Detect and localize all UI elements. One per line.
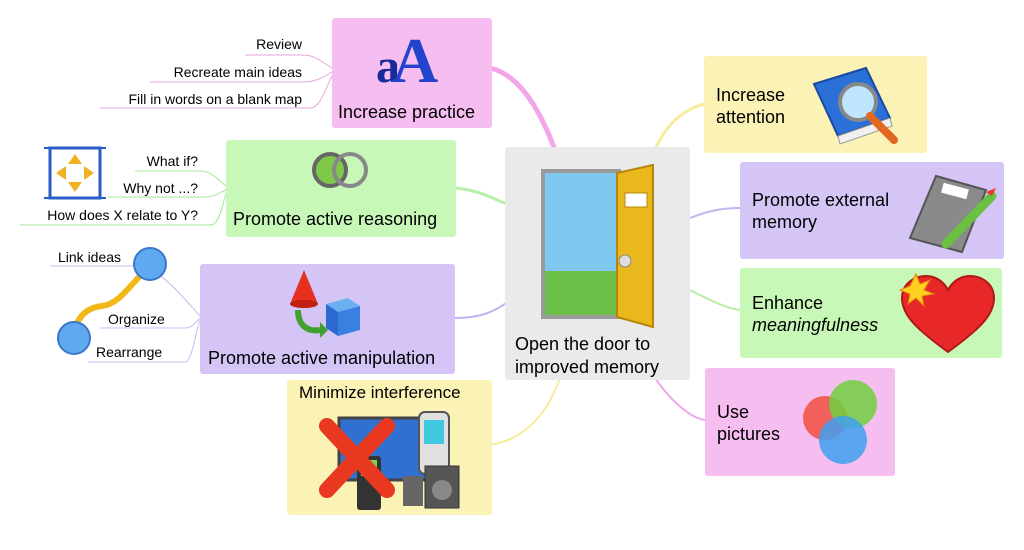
linked-nodes-icon xyxy=(57,247,167,355)
topic-label-line2: memory xyxy=(752,212,818,232)
leader-fill xyxy=(100,75,333,109)
subtopic-what-if[interactable]: What if? xyxy=(146,153,198,169)
topic-promote-external-memory[interactable]: Promote external memory xyxy=(740,162,1004,259)
central-topic-line2: improved memory xyxy=(515,357,660,377)
devices-blocked-icon xyxy=(319,411,460,510)
subtopic-review[interactable]: Review xyxy=(256,36,302,52)
topic-label: Increase practice xyxy=(338,102,476,122)
topic-label-line2: meaningfulness xyxy=(752,315,879,335)
topic-label: Promote active reasoning xyxy=(233,209,438,229)
branch-practice xyxy=(489,65,558,151)
central-topic-line1: Open the door to xyxy=(515,334,651,354)
topic-label-line2: pictures xyxy=(717,424,781,444)
branch-interference xyxy=(489,377,561,446)
shapes-transform-icon xyxy=(290,270,360,338)
subtopic-how-does-x-relate[interactable]: How does X relate to Y? xyxy=(47,207,198,223)
book-magnifier-icon xyxy=(812,66,898,145)
linked-rings-icon xyxy=(312,152,368,188)
subtopic-recreate-main-ideas[interactable]: Recreate main ideas xyxy=(173,64,302,80)
subtopic-link-ideas[interactable]: Link ideas xyxy=(58,249,122,265)
branch-meaning xyxy=(689,289,741,311)
branch-external xyxy=(689,207,741,219)
topic-label: Minimize interference xyxy=(299,383,461,402)
leader-recreate xyxy=(150,71,333,83)
subtopic-organize[interactable]: Organize xyxy=(108,311,165,327)
branch-attention xyxy=(653,102,706,151)
leader-howdoes xyxy=(20,193,227,226)
topic-label-line1: Increase xyxy=(716,85,786,105)
topic-minimize-interference[interactable]: Minimize interference xyxy=(287,380,492,515)
subtopic-fill-in-words[interactable]: Fill in words on a blank map xyxy=(128,91,302,107)
notebook-pencil-icon xyxy=(908,174,997,254)
branch-pictures xyxy=(654,377,706,421)
open-door-icon xyxy=(541,163,654,329)
heart-icon xyxy=(898,272,996,354)
branch-reasoning xyxy=(454,186,511,207)
topic-label-line1: Use xyxy=(717,402,750,422)
leader-organize xyxy=(100,317,201,329)
topic-label-line1: Enhance xyxy=(752,293,824,313)
topic-label-line1: Promote external xyxy=(752,190,890,210)
color-circles-icon xyxy=(803,380,877,464)
leader-whynot xyxy=(108,189,227,198)
topic-increase-practice[interactable]: aA Increase practice xyxy=(332,18,492,128)
topic-label: Promote active manipulation xyxy=(208,348,436,368)
leader-rearrange xyxy=(88,319,201,363)
topic-promote-active-reasoning[interactable]: Promote active reasoning xyxy=(226,140,456,237)
leader-review xyxy=(245,54,333,69)
font-letters-icon: aA xyxy=(376,25,439,96)
branch-manipulation xyxy=(454,299,511,319)
subtopic-why-not[interactable]: Why not ...? xyxy=(123,180,198,196)
subtopic-rearrange[interactable]: Rearrange xyxy=(96,344,163,360)
topic-use-pictures[interactable]: Use pictures xyxy=(705,368,895,476)
central-topic[interactable]: Open the door to improved memory xyxy=(505,147,690,380)
topic-promote-active-manipulation[interactable]: Promote active manipulation xyxy=(200,264,455,374)
leader-whatif xyxy=(135,170,227,187)
move-arrows-icon xyxy=(44,146,106,200)
topic-increase-attention[interactable]: Increase attention xyxy=(704,56,927,153)
topic-enhance-meaningfulness[interactable]: Enhance meaningfulness xyxy=(740,268,1002,358)
topic-label-line2: attention xyxy=(716,107,786,127)
